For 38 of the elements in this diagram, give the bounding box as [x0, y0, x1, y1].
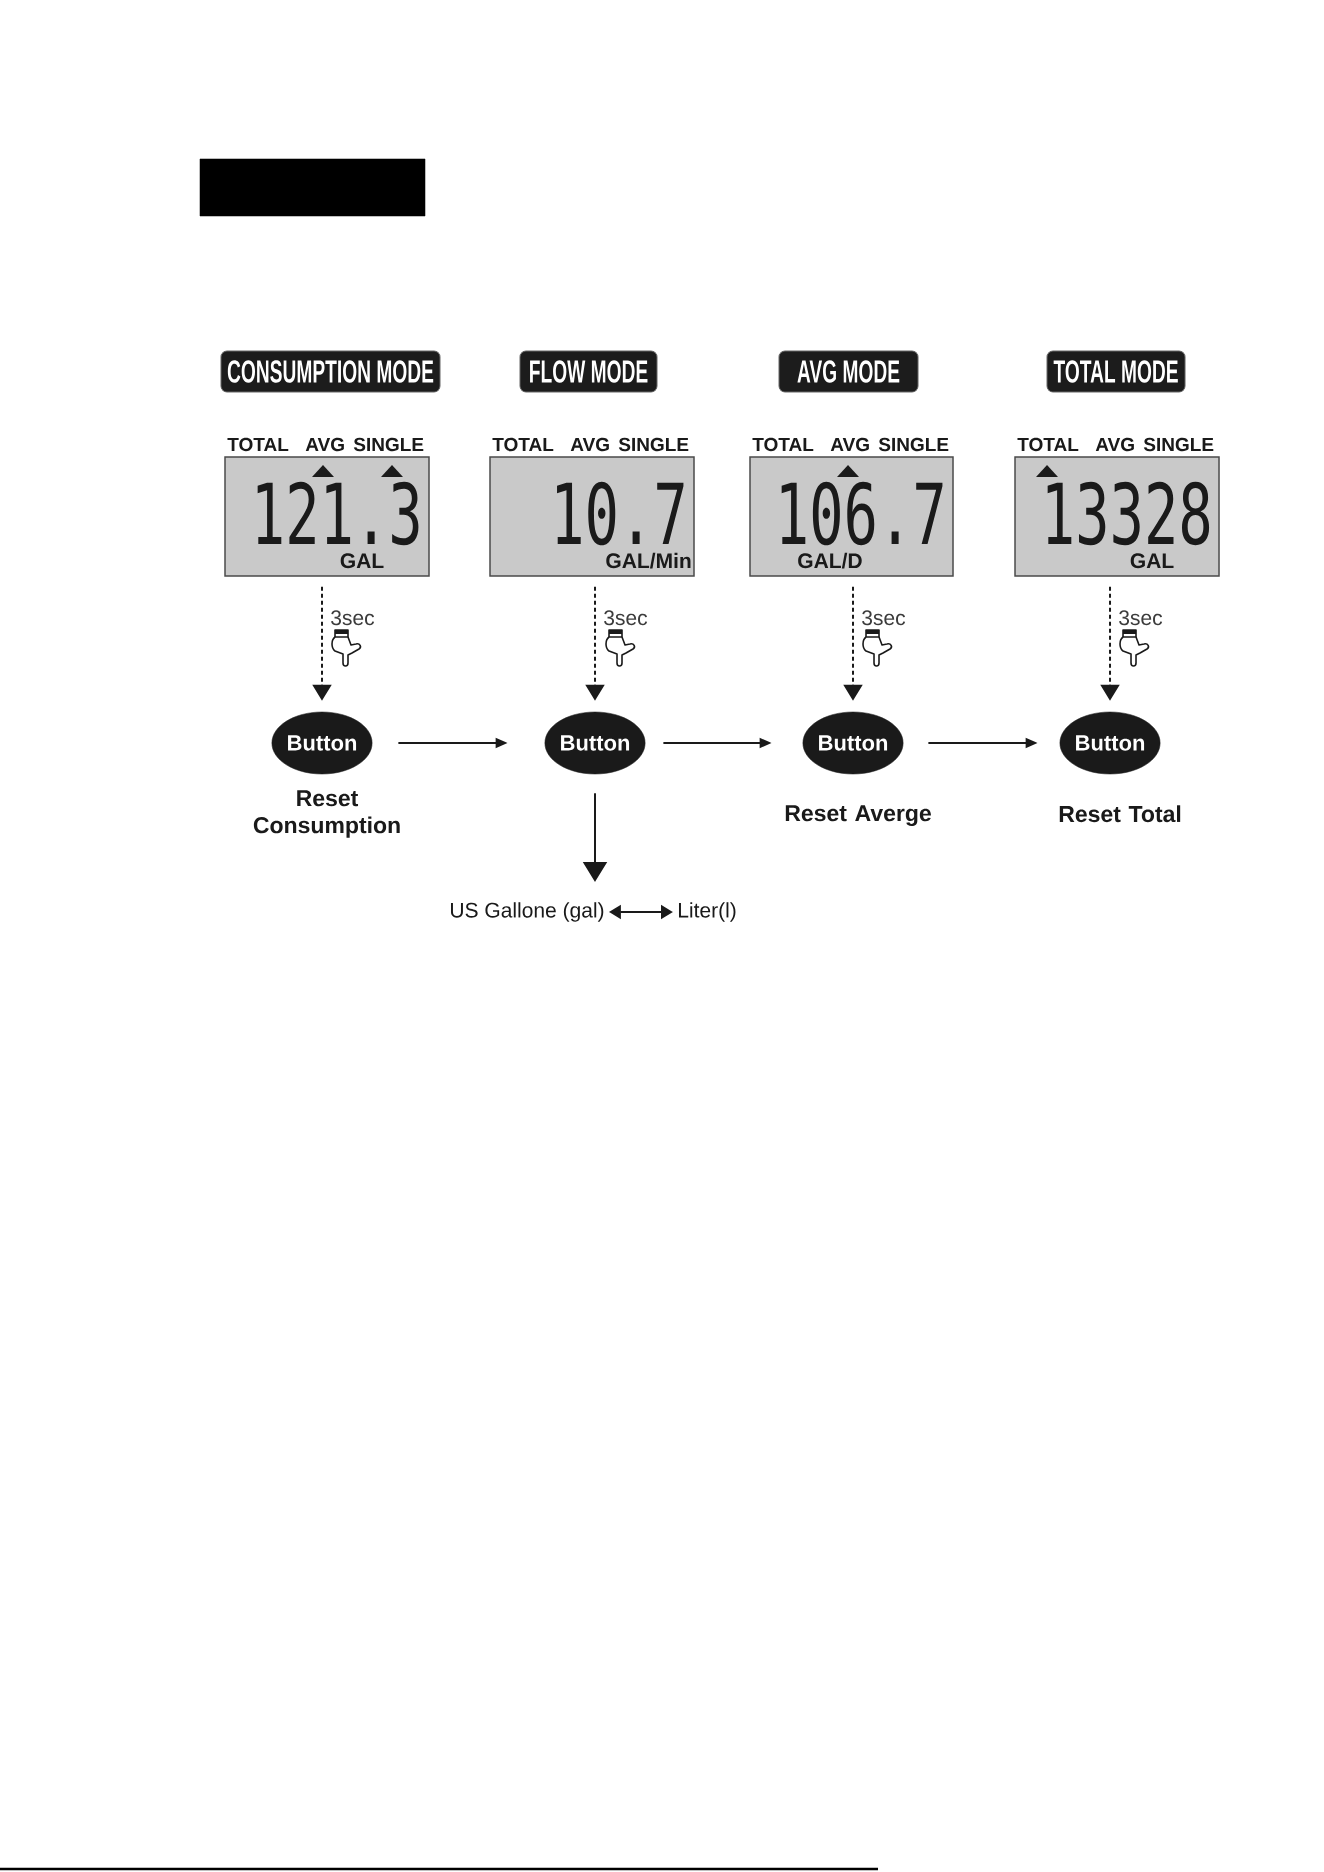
reset-caption: Reset Averge — [785, 805, 931, 826]
mode-badge: AVG MODE — [778, 350, 919, 393]
display-digits: 106.7 — [781, 481, 943, 546]
reset-caption: Reset Total — [1059, 805, 1181, 823]
indicator-label: AVG — [1095, 437, 1134, 452]
unit-label: GAL — [1130, 553, 1174, 569]
indicator-label: TOTAL — [1017, 437, 1079, 452]
mode-badge: CONSUMPTION MODE — [220, 350, 441, 393]
mode-badge: TOTAL MODE — [1046, 350, 1186, 393]
edge-label: 3sec — [1119, 610, 1163, 626]
indicator-label: AVG — [830, 437, 869, 452]
indicator-label: AVG — [570, 437, 609, 452]
display-digits: 121.3 — [257, 481, 419, 546]
mode-badge: FLOW MODE — [519, 350, 658, 393]
unit-label: GAL/Min — [606, 552, 691, 569]
indicator-label: TOTAL — [227, 437, 289, 452]
unit-label: GAL/D — [798, 552, 862, 569]
indicator-label: TOTAL — [492, 437, 554, 452]
indicator-label: TOTAL — [752, 437, 814, 452]
edge-label: 3sec — [604, 610, 648, 626]
button-oval: Button — [1059, 711, 1161, 775]
button-oval: Button — [802, 711, 904, 775]
title-bar — [199, 158, 426, 217]
indicator-label: SINGLE — [618, 437, 689, 452]
option-text: US Gallone (gal) — [451, 902, 604, 922]
indicator-label: SINGLE — [1143, 437, 1214, 452]
button-oval: Button — [271, 711, 373, 775]
indicator-label: AVG — [305, 437, 344, 452]
edge-label: 3sec — [862, 610, 906, 626]
option-text: Liter(l) — [679, 902, 736, 922]
reset-caption: Reset Consumption — [253, 790, 400, 838]
button-oval: Button — [544, 711, 646, 775]
display-digits: 13328 — [1047, 481, 1210, 546]
indicator-label: SINGLE — [353, 437, 424, 452]
unit-label: GAL — [340, 553, 384, 569]
edge-label: 3sec — [331, 610, 375, 626]
indicator-label: SINGLE — [878, 437, 949, 452]
display-digits: 10.7 — [557, 481, 684, 546]
